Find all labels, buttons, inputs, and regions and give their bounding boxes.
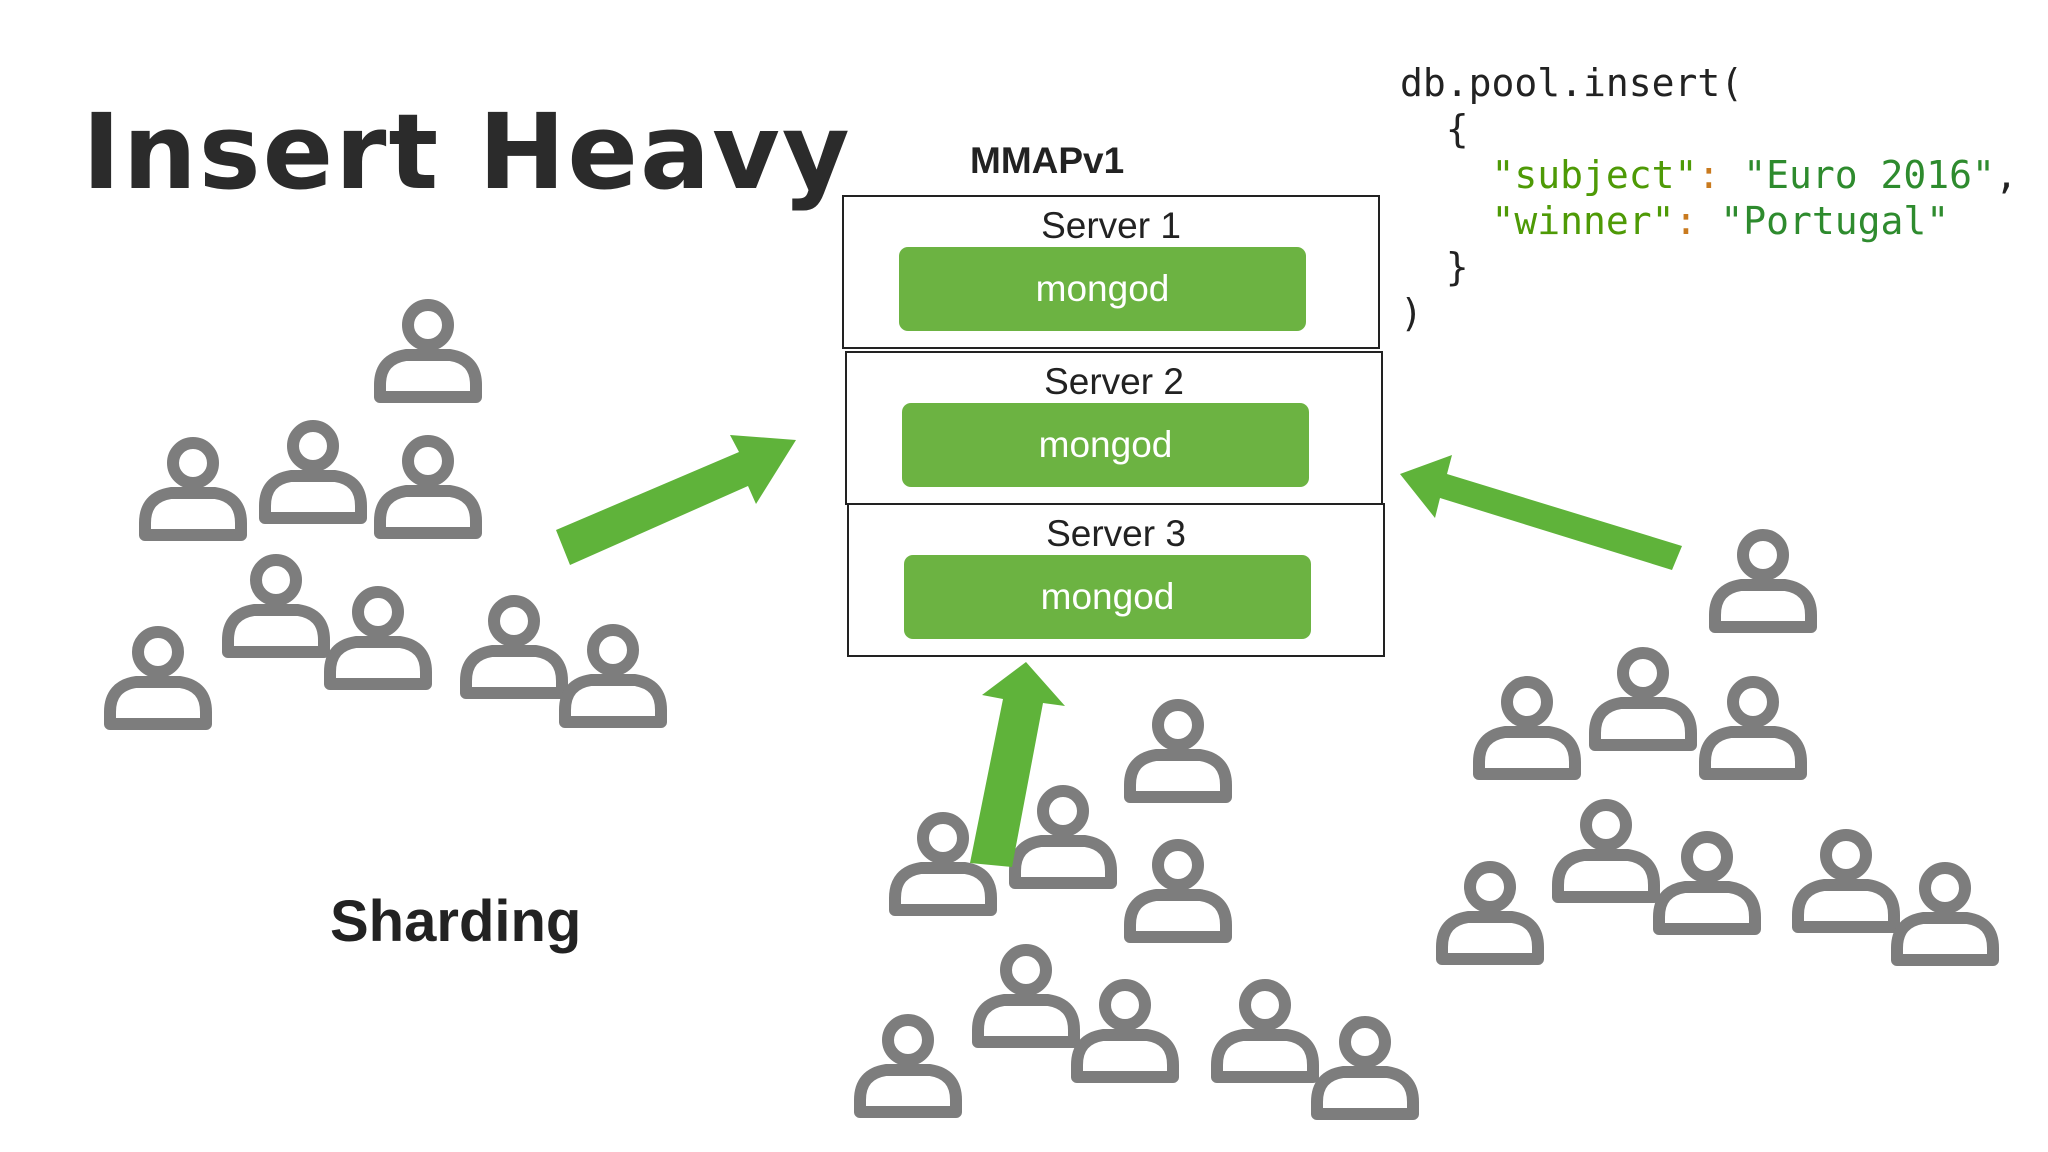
insert-code-snippet: db.pool.insert( { "subject": "Euro 2016"… xyxy=(1400,60,2018,336)
user-icon xyxy=(1317,1022,1413,1114)
code-call: db.pool.insert( xyxy=(1400,61,1744,105)
user-icon xyxy=(1897,868,1993,960)
storage-engine-label: MMAPv1 xyxy=(970,140,1125,181)
code-value: "Portugal" xyxy=(1720,199,1950,243)
user-icon xyxy=(1077,985,1173,1077)
user-icon xyxy=(860,1020,956,1112)
user-icon xyxy=(380,441,476,533)
server-label: Server 3 xyxy=(1046,513,1186,554)
server-label: Server 1 xyxy=(1041,205,1181,246)
user-cluster-bottom xyxy=(860,705,1413,1114)
user-cluster-left xyxy=(110,305,661,724)
arrow-icon xyxy=(556,435,796,565)
user-icon xyxy=(228,560,324,652)
user-icon xyxy=(1130,705,1226,797)
code-key: "winner" xyxy=(1491,199,1675,243)
user-icon xyxy=(466,601,562,693)
user-icon xyxy=(1015,791,1111,883)
user-icon xyxy=(1798,835,1894,927)
code-colon: : xyxy=(1697,153,1721,197)
user-icon xyxy=(145,443,241,535)
user-icon xyxy=(1558,805,1654,897)
code-value: "Euro 2016" xyxy=(1743,153,1995,197)
user-icon xyxy=(1217,985,1313,1077)
mongod-process: mongod xyxy=(904,555,1311,639)
code-colon: : xyxy=(1674,199,1698,243)
user-icon xyxy=(1479,682,1575,774)
user-icon xyxy=(1715,535,1811,627)
mongod-process: mongod xyxy=(902,403,1309,487)
user-cluster-right xyxy=(1442,535,1993,960)
arrow-icon xyxy=(970,662,1065,867)
code-open-brace: { xyxy=(1445,107,1469,151)
user-icon xyxy=(265,426,361,518)
server-box-1: Server 1 mongod xyxy=(842,195,1380,349)
user-icon xyxy=(1659,837,1755,929)
subtitle: Sharding xyxy=(330,889,582,954)
user-icon xyxy=(565,630,661,722)
code-close-brace: } xyxy=(1445,245,1469,289)
user-icon xyxy=(1705,682,1801,774)
user-icon xyxy=(1130,845,1226,937)
user-icon xyxy=(330,592,426,684)
server-box-2: Server 2 mongod xyxy=(845,351,1383,505)
code-comma: , xyxy=(1994,153,2018,197)
server-label: Server 2 xyxy=(1044,361,1184,402)
code-close-paren: ) xyxy=(1400,291,1423,335)
server-box-3: Server 3 mongod xyxy=(847,503,1385,657)
user-icon xyxy=(110,632,206,724)
user-icon xyxy=(1595,653,1691,745)
page-title: Insert Heavy xyxy=(82,91,852,213)
mongod-process: mongod xyxy=(899,247,1306,331)
arrow-icon xyxy=(1400,455,1682,570)
user-icon xyxy=(1442,867,1538,959)
user-icon xyxy=(380,305,476,397)
user-icon xyxy=(978,950,1074,1042)
code-key: "subject" xyxy=(1491,153,1698,197)
